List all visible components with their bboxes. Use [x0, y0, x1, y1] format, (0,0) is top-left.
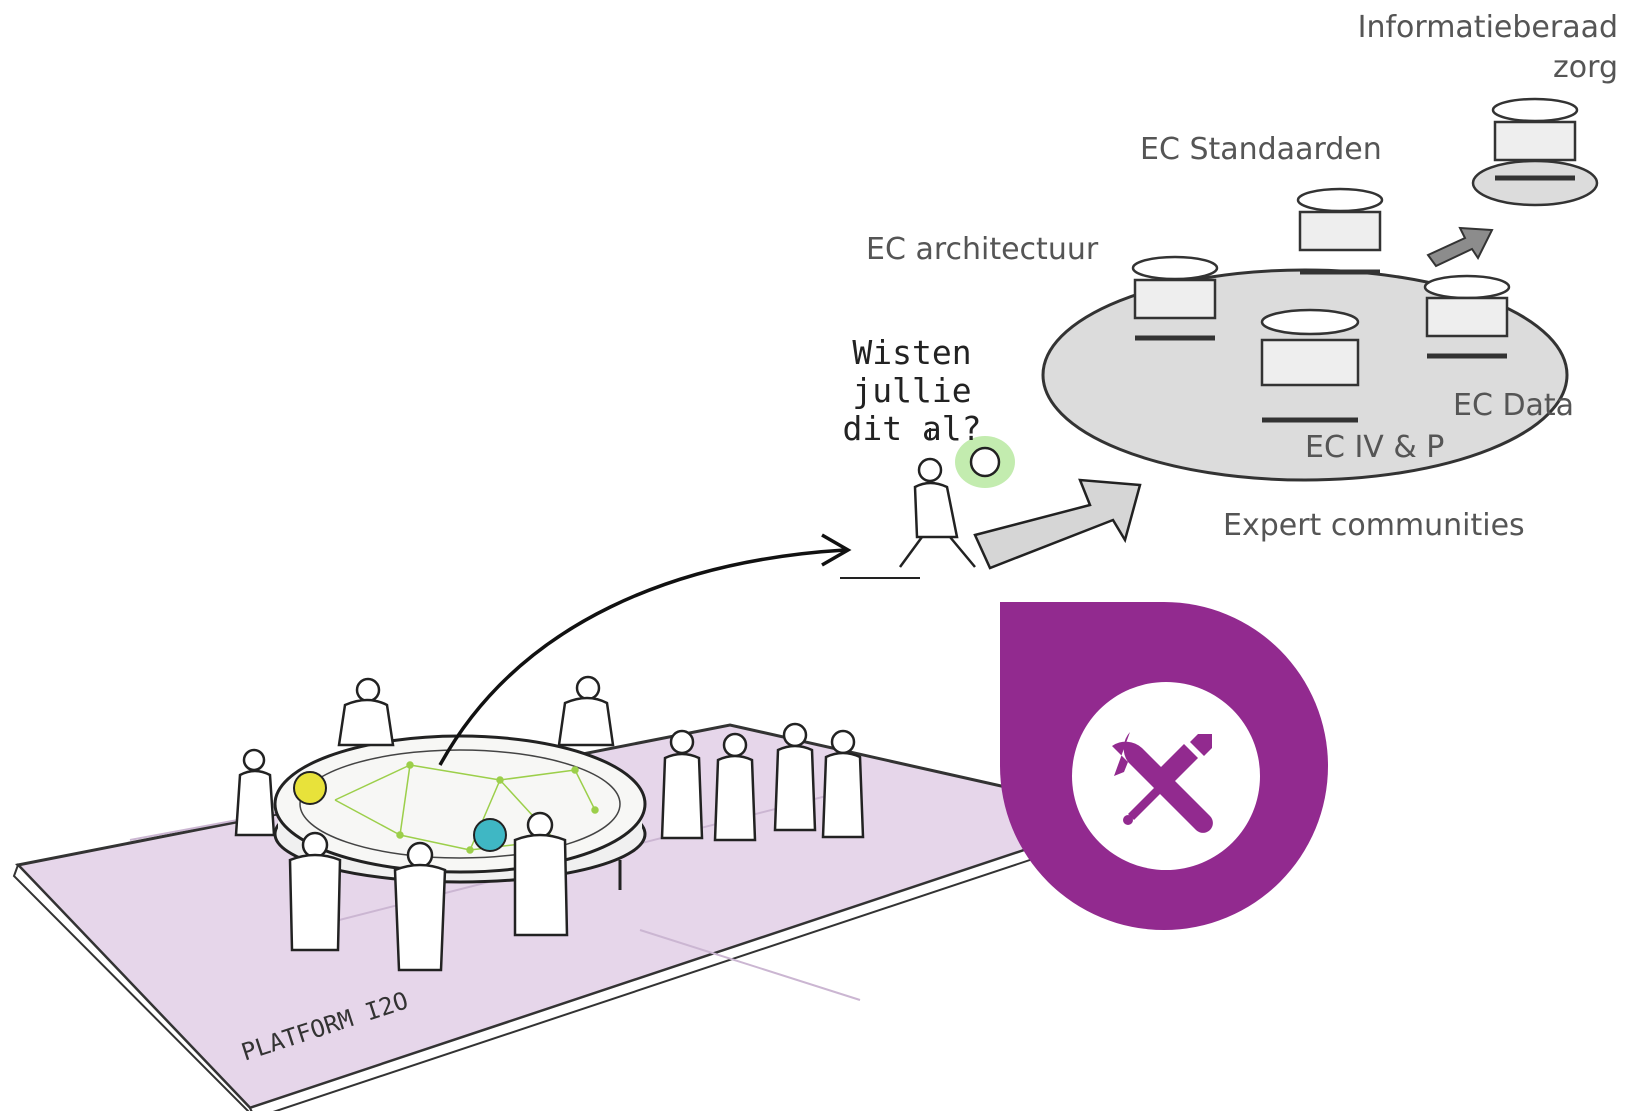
ec-tables [1131, 187, 1511, 423]
label-ec-iv-p: EC IV & P [1305, 430, 1445, 465]
idea-bulb-teal [473, 818, 507, 852]
speech-bubble-text: Wisten jullie dit al? [792, 334, 1032, 448]
badge-white-circle [1072, 682, 1260, 870]
label-informatieberaad-line1: Informatieberaad [1357, 10, 1618, 45]
label-ec-data: EC Data [1453, 388, 1575, 423]
label-expert-communities: Expert communities [1223, 508, 1525, 543]
label-informatieberaad-line2: zorg [1553, 50, 1618, 85]
tools-badge [1000, 602, 1328, 930]
idea-bulb-yellow [293, 771, 327, 805]
speech-bubble-line1: Wisten jullie [852, 333, 972, 410]
grey-arrow-right [973, 478, 1142, 570]
label-informatieberaad: Informatieberaad zorg [1358, 8, 1618, 88]
speech-bubble-line2: dit al? [842, 409, 982, 448]
grey-arrow-up-right [1426, 226, 1494, 268]
flow-arrow-curve [438, 548, 846, 766]
label-ec-architectuur: EC architectuur [866, 232, 1099, 267]
label-ec-standaarden: EC Standaarden [1140, 132, 1382, 167]
informatieberaad-table [1471, 97, 1599, 207]
people-around-table [234, 675, 865, 972]
messenger-figure [840, 428, 1015, 579]
tools-icon [1112, 732, 1213, 833]
